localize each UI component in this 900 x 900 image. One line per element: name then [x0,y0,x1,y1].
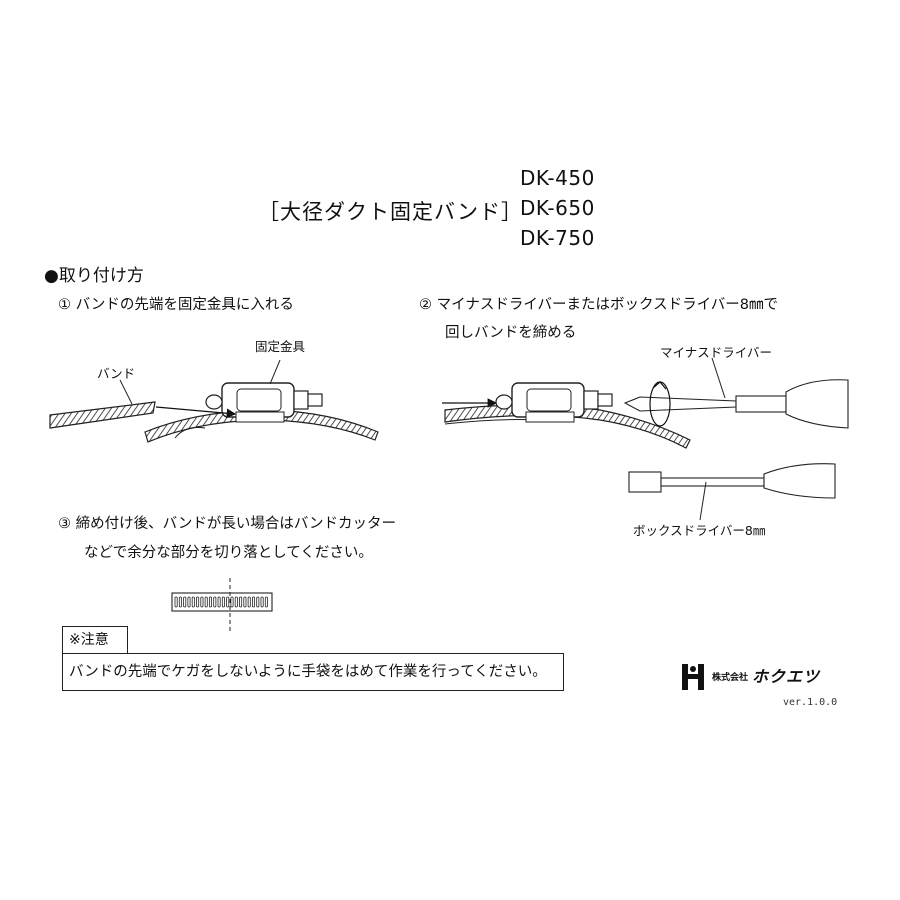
step1-band-strip [49,401,156,429]
band-slot [247,596,251,608]
step-2-text-continued: 回しバンドを締める [445,325,577,341]
band-slot [217,596,221,608]
flathead-screwdriver-illustration [623,379,849,429]
band-slot [221,596,225,608]
step-3-text: ③ 締め付け後、バンドが長い場合はバンドカッター [58,516,397,532]
band-slot [243,596,247,608]
cut-band-illustration [171,578,273,632]
band-label: バンド [97,366,136,381]
band-slot [196,596,200,608]
band-slot [191,596,195,608]
band-slot [260,596,264,608]
company-logo-icon [682,664,704,690]
band-slot [183,596,187,608]
box-driver-illustration [628,463,836,499]
band-slot [213,596,217,608]
notice-text: バンドの先端でケガをしないように手袋をはめて作業を行ってください。 [62,653,564,691]
band-slot [174,596,178,608]
model-number: DK-750 [520,226,595,250]
band-slot [251,596,255,608]
band-slot [200,596,204,608]
band-slot [187,596,191,608]
band-slot [226,596,230,608]
flathead-driver-label: マイナスドライバー [660,345,773,360]
band-slot [256,596,260,608]
band-slot [264,596,268,608]
band-slot [178,596,182,608]
band-slot [204,596,208,608]
fitting-label: 固定金具 [255,339,306,354]
band-slot [208,596,212,608]
band-slot [234,596,238,608]
step1-fitting [205,382,323,423]
step-2-text: ② マイナスドライバーまたはボックスドライバー8㎜で [419,297,779,313]
band-slot [239,596,243,608]
company-prefix: 株式会社 [712,673,749,683]
step-3-text-continued: などで余分な部分を切り落としてください。 [84,545,373,561]
notice-heading: ※注意 [62,626,128,654]
product-title: ［大径ダクト固定バンド］ [258,200,524,224]
step2-fitting [495,382,613,423]
company-brand: ホクエツ [752,667,821,686]
step-1-text: ① バンドの先端を固定金具に入れる [58,297,294,313]
box-driver-label: ボックスドライバー8㎜ [633,523,766,538]
version-label: ver.1.0.0 [783,697,838,708]
section-heading: ●取り付け方 [44,266,144,286]
model-number: DK-650 [520,196,595,220]
model-number: DK-450 [520,166,595,190]
insert-arrow [155,406,237,419]
band-slot [230,596,234,608]
